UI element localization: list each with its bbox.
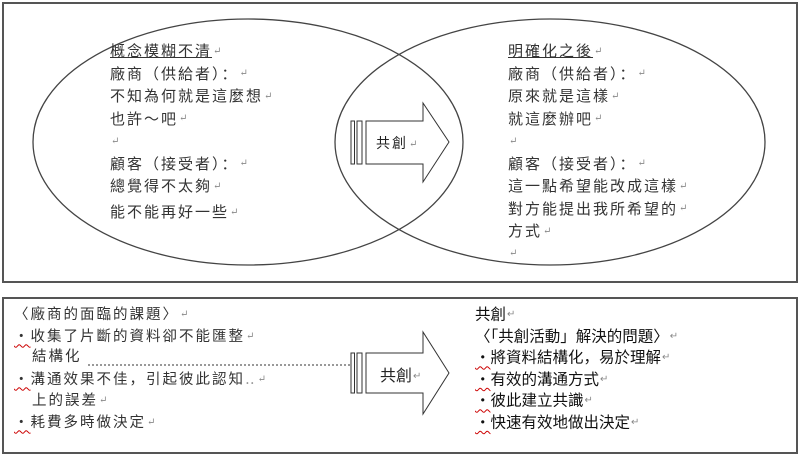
customer-line: 總覺得不太夠 [110, 177, 213, 195]
paragraph-mark-icon: ↵ [611, 90, 620, 102]
customer-label: 顧客（接受者）： [110, 154, 239, 173]
paragraph-mark-icon: ↵ [413, 371, 422, 382]
paragraph-mark-icon: ↵ [409, 138, 418, 150]
bottom-arrow-icon [350, 330, 450, 416]
paragraph-mark-icon: ↵ [264, 90, 273, 102]
solutions-text: 共創↵ 〈「共創活動」解決的問題〉↵ ・將資料結構化，易於理解↵ ・有效的溝通方… [475, 304, 678, 433]
bullet-marker: ・ [475, 348, 491, 367]
bullet-marker: ・ [14, 328, 31, 345]
paragraph-mark-icon: ↵ [594, 45, 603, 57]
bullet-text: 彼此建立共識 [490, 391, 584, 410]
dotted-leader [88, 364, 350, 366]
customer-label: 顧客（接受者）： [508, 154, 637, 173]
customer-line: 這一點希望能改成這樣 [508, 177, 679, 195]
left-ellipse-title: 概念模糊不清 [110, 42, 213, 60]
supplier-line: 也許～吧 [110, 109, 179, 128]
paragraph-mark-icon: ↵ [180, 309, 189, 320]
supplier-label: 廠商（供給者）： [110, 64, 239, 83]
paragraph-mark-icon: ↵ [594, 113, 603, 125]
paragraph-mark-icon: ↵ [213, 45, 222, 57]
bullet-marker: ・ [14, 371, 31, 388]
arrow-label-text: 共創 [380, 366, 413, 385]
bullet-text: 有效的溝通方式 [490, 369, 600, 388]
paragraph-mark-icon: ↵ [600, 373, 609, 385]
bullet-marker: ・ [475, 369, 491, 388]
paragraph-mark-icon: ↵ [637, 68, 646, 80]
paragraph-mark-icon: ↵ [213, 180, 222, 192]
paragraph-mark-icon: ↵ [637, 158, 646, 170]
bullet-text: 耗費多時做決定 [30, 414, 146, 431]
challenges-text: 〈廠商的面臨的課題〉↵ ・收集了片斷的資料卻不能匯整↵ 結構化 ・溝通效果不佳，… [14, 306, 267, 431]
paragraph-mark-icon: ↵ [99, 395, 108, 406]
bullet-text: 將資料結構化，易於理解 [490, 348, 662, 367]
top-arrow-label: 共創↵ [376, 133, 417, 153]
paragraph-mark-icon: ↵ [509, 135, 518, 147]
right-ellipse-title: 明確化之後 [508, 42, 594, 60]
left-ellipse [32, 18, 464, 266]
customer-line: 方式 [508, 222, 543, 240]
right-ellipse-text: 明確化之後↵ 廠商（供給者）：↵ 原來就是這樣↵ 就這麼辦吧↵ ↵ 顧客（接受者… [508, 40, 687, 265]
bullet-text-cont: 結構化 [32, 349, 82, 365]
right-ellipse [334, 18, 766, 266]
paragraph-mark-icon: ↵ [239, 68, 248, 80]
bullet-marker: ・ [475, 391, 491, 410]
top-arrow-icon [350, 101, 450, 184]
paragraph-mark-icon: ↵ [147, 416, 156, 428]
bullet-text: 快速有效地做出決定 [490, 412, 631, 431]
supplier-line: 原來就是這樣 [508, 87, 611, 105]
left-ellipse-text: 概念模糊不清↵ 廠商（供給者）：↵ 不知為何就是這麼想↵ 也許～吧↵ ↵ 顧客（… [110, 40, 272, 224]
bullet-marker: ・ [475, 412, 491, 431]
paragraph-mark-icon: ↵ [230, 206, 239, 218]
solutions-heading: 〈「共創活動」解決的問題〉 [475, 326, 669, 345]
paragraph-mark-icon: ↵ [509, 248, 518, 260]
paragraph-mark-icon: ↵ [507, 309, 516, 320]
supplier-line: 就這麼辦吧 [508, 109, 594, 128]
bullet-text-cont: 上的誤差 [32, 392, 98, 409]
supplier-label: 廠商（供給者）： [508, 64, 637, 83]
paragraph-mark-icon: ↵ [179, 113, 188, 125]
paragraph-mark-icon: ↵ [662, 352, 671, 363]
paragraph-mark-icon: ↵ [111, 135, 120, 147]
paragraph-mark-icon: ↵ [679, 180, 688, 192]
bottom-arrow-label: 共創↵ [380, 362, 421, 386]
paragraph-mark-icon: ↵ [543, 225, 552, 237]
paragraph-mark-icon: ↵ [257, 373, 267, 385]
supplier-line: 不知為何就是這麼想 [110, 87, 264, 105]
challenges-heading: 〈廠商的面臨的課題〉 [14, 306, 179, 323]
paragraph-mark-icon: ↵ [631, 416, 640, 428]
paragraph-mark-icon: ↵ [669, 330, 679, 342]
bullet-text: 收集了片斷的資料卻不能匯整 [30, 328, 245, 345]
bullet-marker: ・ [14, 414, 31, 431]
paragraph-mark-icon: ↵ [679, 203, 688, 215]
arrow-label-text: 共創 [376, 136, 408, 152]
customer-line: 能不能再好一些 [110, 203, 230, 221]
customer-line: 對方能提出我所希望的 [508, 199, 679, 218]
solutions-title: 共創 [475, 305, 507, 324]
paragraph-mark-icon: ↵ [246, 330, 255, 342]
paragraph-mark-icon: ↵ [239, 158, 248, 170]
bullet-text: 溝通效果不佳，引起彼此認知 [30, 371, 245, 388]
paragraph-mark-icon: ↵ [584, 395, 593, 406]
